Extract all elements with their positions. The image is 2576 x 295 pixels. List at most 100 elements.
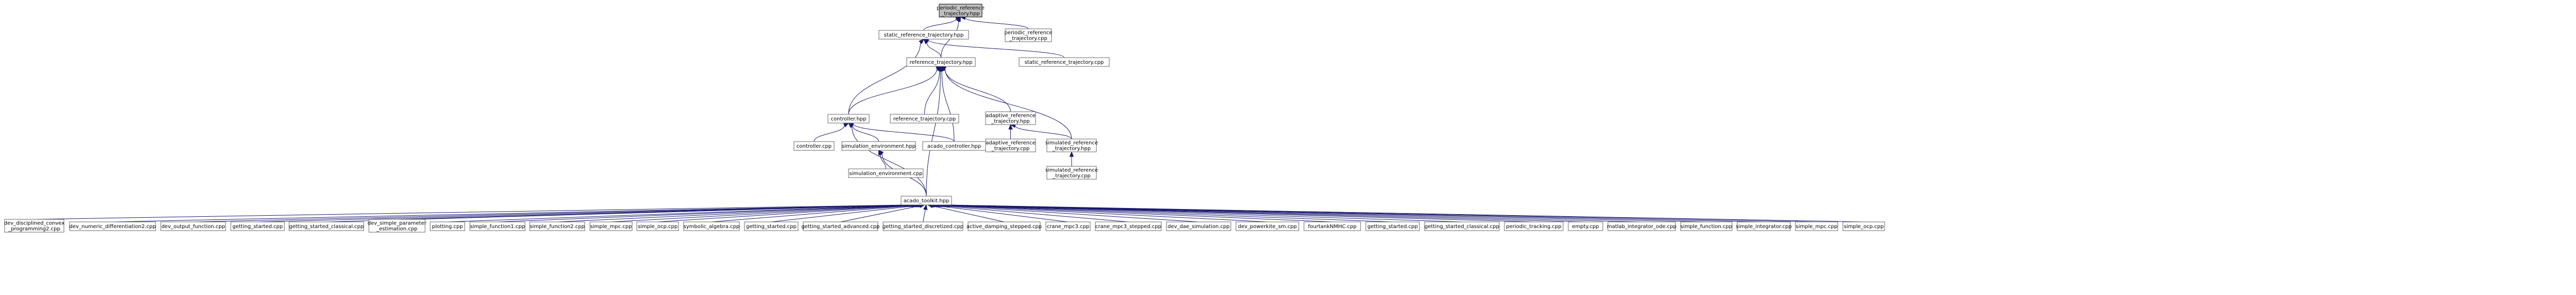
file-node-simple-function1-cpp[interactable]: simple_function1.cpp bbox=[469, 221, 526, 231]
node-label: empty.cpp bbox=[1572, 224, 1599, 230]
file-node-empty-cpp[interactable]: empty.cpp bbox=[1568, 221, 1603, 231]
node-label: crane_mpc3_stepped.cpp bbox=[1095, 224, 1161, 230]
edge-n_ref_hpp-to-n_periodic_hpp bbox=[941, 16, 961, 58]
edge-line bbox=[840, 205, 920, 222]
node-box bbox=[1046, 138, 1097, 152]
edge-b06-to-acado-toolkit bbox=[397, 203, 917, 220]
edge-arrowhead bbox=[919, 39, 924, 44]
file-node-getting-started-advanced-cpp[interactable]: getting_started_advanced.cpp bbox=[802, 221, 880, 231]
node-box bbox=[69, 221, 156, 231]
file-node-crane-mpc3-stepped-cpp[interactable]: crane_mpc3_stepped.cpp bbox=[1095, 221, 1162, 231]
node-label: simple_integrator.cpp bbox=[1736, 224, 1791, 230]
node-label: getting_started.cpp bbox=[1367, 224, 1418, 230]
node-label: _trajectory.cpp bbox=[991, 146, 1030, 152]
file-node-simulated-reference-trajectory-hpp[interactable]: simulated_reference_trajectory.hpp bbox=[1045, 138, 1098, 152]
node-box bbox=[793, 141, 835, 151]
edge-line bbox=[611, 204, 916, 222]
node-box bbox=[890, 114, 959, 124]
file-node-getting-started-discretized-cpp[interactable]: getting_started_discretized.cpp bbox=[883, 221, 963, 231]
node-box bbox=[589, 221, 633, 231]
edge-arrowhead bbox=[848, 123, 854, 128]
file-node-getting-started-classical-cpp[interactable]: getting_started_classical.cpp bbox=[289, 221, 364, 231]
edge-arrowhead bbox=[1008, 124, 1013, 130]
file-node-periodic-reference-trajectory-cpp[interactable]: periodic_reference_trajectory.cpp bbox=[1005, 28, 1053, 42]
file-node-controller-hpp[interactable]: controller.hpp bbox=[827, 114, 870, 124]
node-box bbox=[1005, 28, 1052, 42]
node-box bbox=[1365, 221, 1420, 231]
node-box bbox=[803, 221, 878, 231]
file-node-getting-started-cpp[interactable]: getting_started.cpp bbox=[1365, 221, 1420, 231]
node-label: getting_started_advanced.cpp bbox=[802, 224, 880, 230]
edge-arrowhead bbox=[938, 65, 943, 72]
edge-line bbox=[926, 42, 941, 58]
file-node-simple-ocp-cpp[interactable]: simple_ocp.cpp bbox=[1842, 221, 1885, 231]
node-box bbox=[469, 221, 526, 231]
node-label: periodic_tracking.cpp bbox=[1506, 224, 1561, 230]
node-label: simple_mpc.cpp bbox=[590, 224, 632, 230]
edge-n_adaptive_cpp-to-n_adaptive_hpp bbox=[1008, 124, 1013, 139]
edge-n_periodic_cpp-to-n_periodic_hpp bbox=[960, 15, 1029, 29]
file-node-acado-toolkit-hpp[interactable]: acado_toolkit.hpp bbox=[901, 196, 952, 205]
file-node-simple-function-cpp[interactable]: simple_function.cpp bbox=[1680, 221, 1733, 231]
edge-n_simulated_hpp-to-n_adaptive_hpp bbox=[1010, 124, 1072, 140]
node-box bbox=[1842, 221, 1885, 231]
file-node-dev-disciplined-convex-programming2-cpp[interactable]: dev_disciplined_convex_programming2.cpp bbox=[4, 219, 65, 233]
file-node-matlab-integrator-ode-cpp[interactable]: matlab_integrator_ode.cpp bbox=[1607, 221, 1676, 231]
file-node-simple-function2-cpp[interactable]: simple_function2.cpp bbox=[529, 221, 585, 231]
node-box bbox=[827, 114, 870, 124]
node-box bbox=[636, 221, 679, 231]
file-node-controller-cpp[interactable]: controller.cpp bbox=[793, 141, 835, 151]
node-label: static_reference_trajectory.hpp bbox=[884, 32, 964, 38]
file-node-dev-numeric-differentiation2-cpp[interactable]: dev_numeric_differentiation2.cpp bbox=[69, 221, 156, 231]
edge-line bbox=[935, 205, 1129, 222]
file-node-getting-started-classical-cpp[interactable]: getting_started_classical.cpp bbox=[1424, 221, 1500, 231]
file-node-dev-simple-parameter-estimation-cpp[interactable]: dev_simple_parameter_estimation.cpp bbox=[367, 219, 427, 233]
node-box bbox=[289, 221, 364, 231]
node-box bbox=[1568, 221, 1603, 231]
file-node-simple-ocp-cpp[interactable]: simple_ocp.cpp bbox=[636, 221, 679, 231]
file-node-simulation-environment-hpp[interactable]: simulation_environment.hpp bbox=[841, 141, 916, 151]
edge-line bbox=[943, 204, 1534, 222]
file-node-symbolic-algebra-cpp[interactable]: symbolic_algebra.cpp bbox=[683, 221, 740, 231]
edge-line bbox=[397, 204, 911, 220]
file-node-simple-mpc-cpp[interactable]: simple_mpc.cpp bbox=[1795, 221, 1838, 231]
file-node-getting-started-cpp[interactable]: getting_started.cpp bbox=[744, 221, 799, 231]
node-label: simple_function1.cpp bbox=[470, 224, 525, 230]
file-node-dev-dae-simulation-cpp[interactable]: dev_dae_simulation.cpp bbox=[1166, 221, 1231, 231]
file-node-plotting-cpp[interactable]: plotting.cpp bbox=[430, 221, 465, 231]
edge-arrowhead bbox=[878, 150, 884, 155]
node-box bbox=[1680, 221, 1733, 231]
node-label: _trajectory.cpp bbox=[1009, 36, 1047, 42]
file-node-static-reference-trajectory-cpp[interactable]: static_reference_trajectory.cpp bbox=[1019, 57, 1110, 67]
edge-line bbox=[34, 204, 904, 220]
file-node-acado-controller-hpp[interactable]: acado_controller.hpp bbox=[922, 141, 986, 151]
file-node-periodic-reference-trajectory-hpp[interactable]: periodic_reference_trajectory.hpp bbox=[937, 4, 985, 18]
edge-n_simulated_hpp-to-n_ref_hpp bbox=[940, 66, 1072, 140]
node-label: simple_mpc.cpp bbox=[1796, 224, 1838, 230]
file-node-getting-started-cpp[interactable]: getting_started.cpp bbox=[230, 221, 285, 231]
edge-line bbox=[880, 154, 886, 169]
edge-arrowhead bbox=[936, 66, 942, 71]
file-node-reference-trajectory-cpp[interactable]: reference_trajectory.cpp bbox=[890, 114, 959, 124]
file-node-reference-trajectory-hpp[interactable]: reference_trajectory.hpp bbox=[906, 57, 976, 67]
file-node-fourtanknmhc-cpp[interactable]: fourtankNMHC.cpp bbox=[1303, 221, 1361, 231]
file-node-simple-mpc-cpp[interactable]: simple_mpc.cpp bbox=[589, 221, 633, 231]
node-label: active_damping_stepped.cpp bbox=[967, 224, 1042, 230]
node-label: simulated_reference bbox=[1045, 141, 1098, 146]
file-node-simulation-environment-cpp[interactable]: simulation_environment.cpp bbox=[848, 168, 924, 178]
file-node-adaptive-reference-trajectory-cpp[interactable]: adaptive_reference_trajectory.cpp bbox=[985, 138, 1036, 152]
file-node-periodic-tracking-cpp[interactable]: periodic_tracking.cpp bbox=[1504, 221, 1564, 231]
file-node-active-damping-stepped-cpp[interactable]: active_damping_stepped.cpp bbox=[967, 221, 1042, 231]
edge-n_ref_cpp-to-n_ref_hpp bbox=[924, 65, 942, 115]
file-node-dev-output-function-cpp[interactable]: dev_output_function.cpp bbox=[160, 221, 226, 231]
file-node-static-reference-trajectory-hpp[interactable]: static_reference_trajectory.hpp bbox=[878, 30, 969, 40]
file-node-simulated-reference-trajectory-cpp[interactable]: simulated_reference_trajectory.cpp bbox=[1045, 166, 1098, 180]
file-node-simple-integrator-cpp[interactable]: simple_integrator.cpp bbox=[1736, 221, 1792, 231]
node-label: periodic_reference bbox=[937, 6, 985, 11]
file-node-adaptive-reference-trajectory-hpp[interactable]: adaptive_reference_trajectory.hpp bbox=[985, 111, 1036, 125]
file-node-dev-powerkite-sm-cpp[interactable]: dev_powerkite_sm.cpp bbox=[1235, 221, 1299, 231]
edge-n_acado_toolkit-to-n_controller_hpp bbox=[848, 123, 927, 197]
edge-line bbox=[924, 71, 940, 115]
file-node-crane-mpc3-cpp[interactable]: crane_mpc3.cpp bbox=[1045, 221, 1091, 231]
edge-line bbox=[112, 204, 906, 222]
